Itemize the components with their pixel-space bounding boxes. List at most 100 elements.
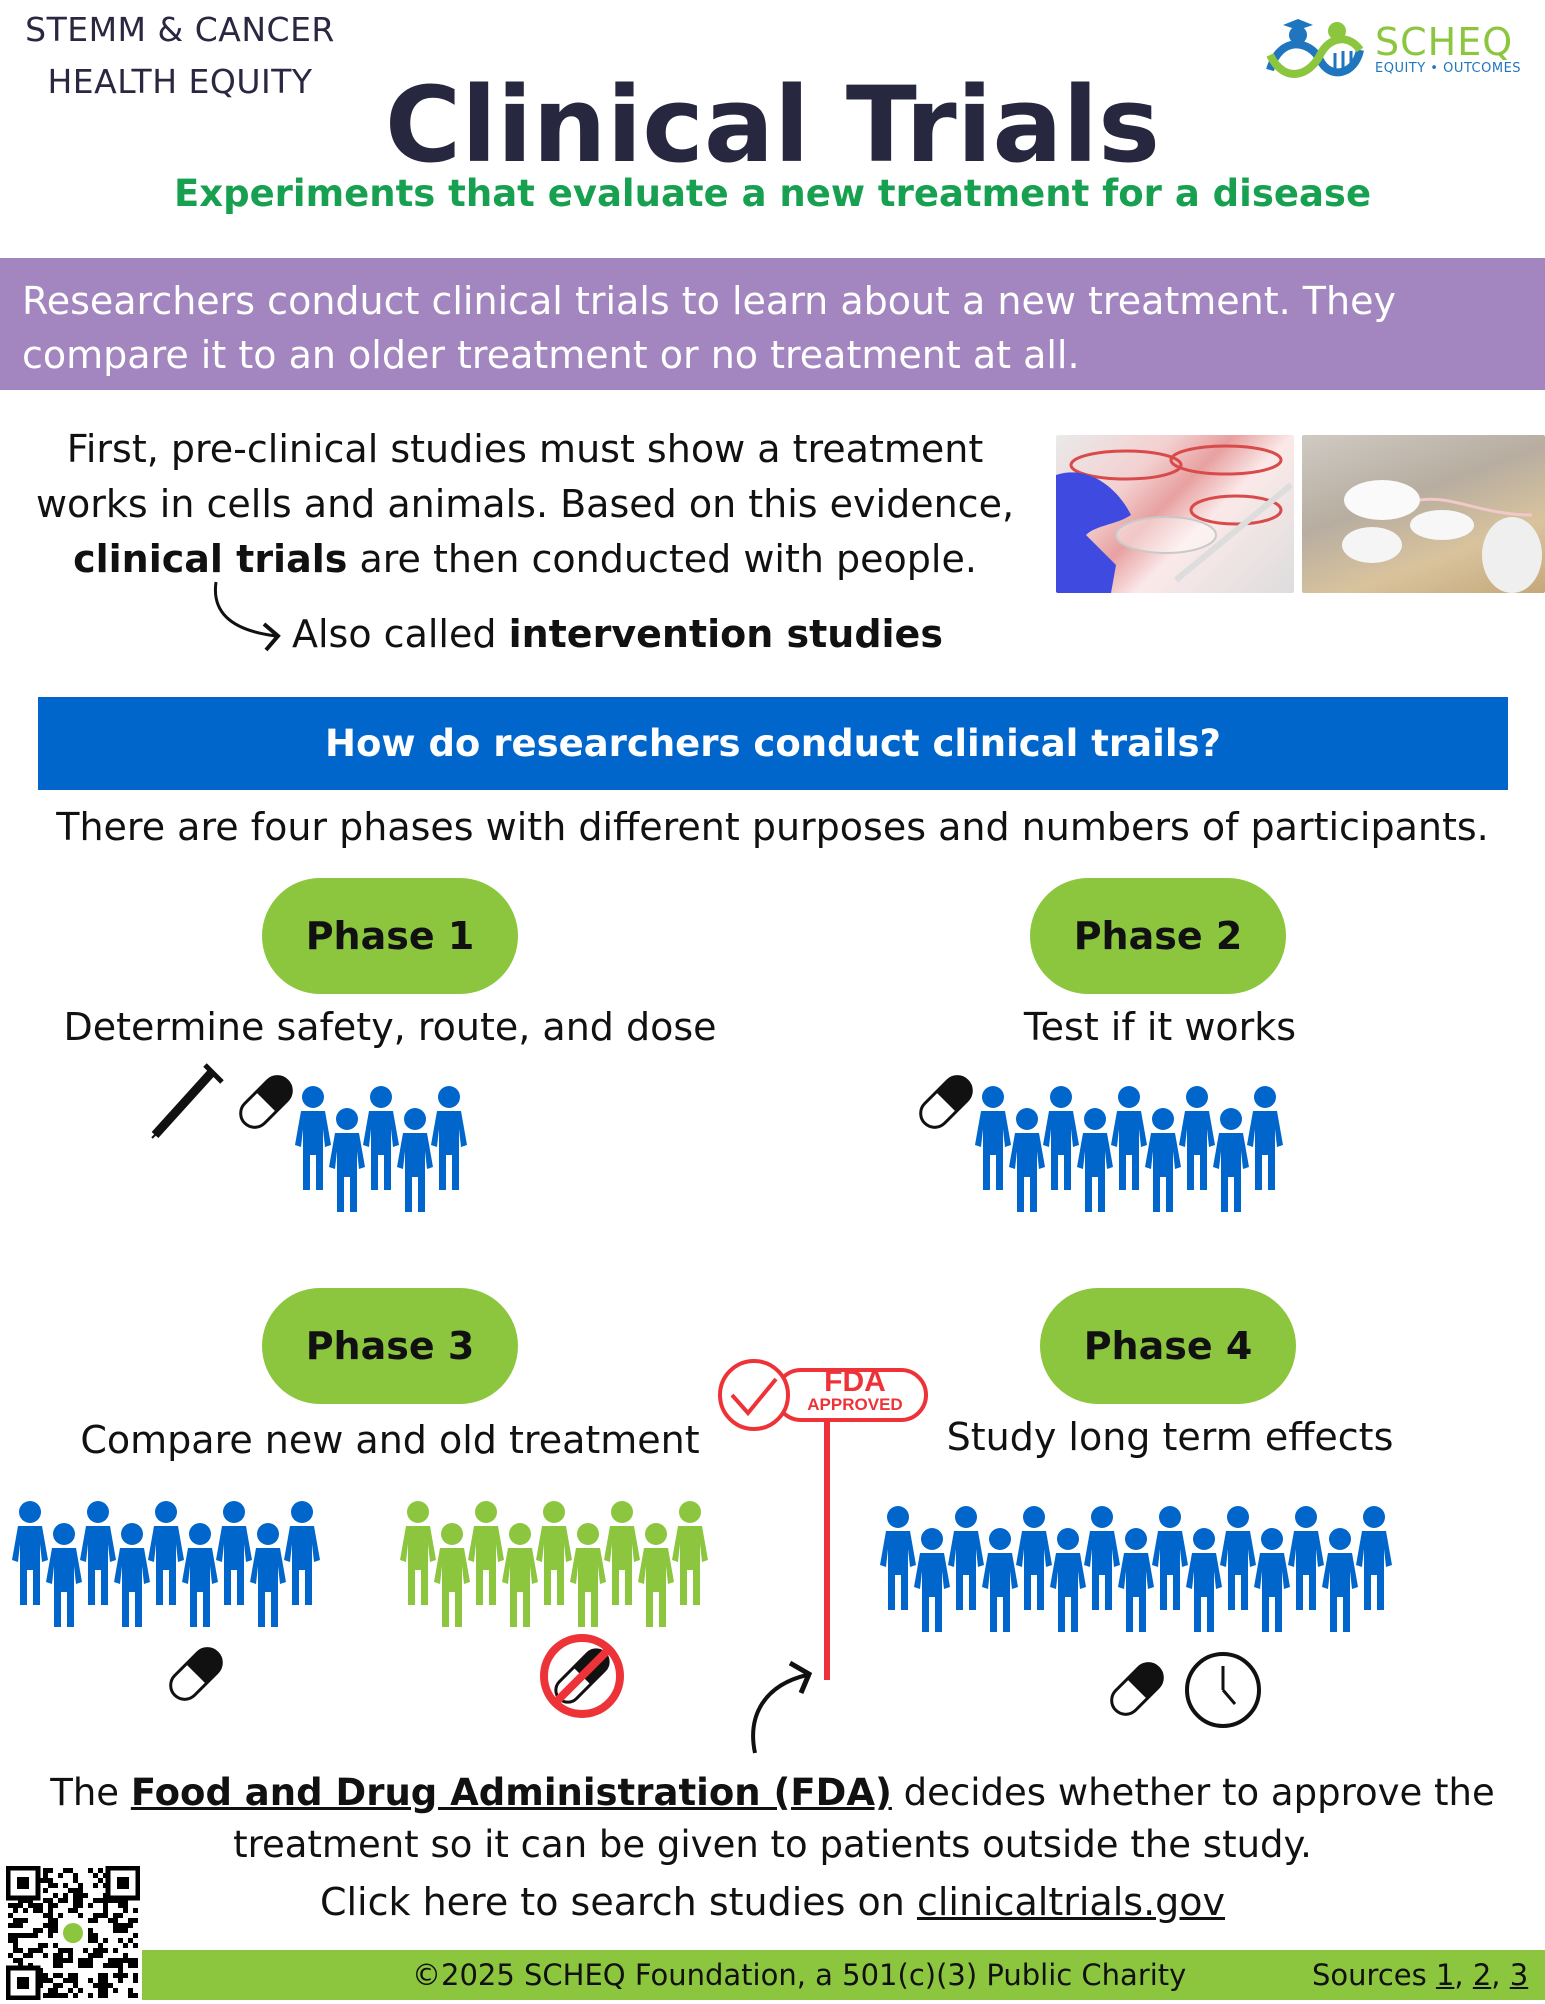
phase-1-participants (295, 1085, 467, 1225)
fda-line-1: The Food and Drug Administration (FDA) d… (0, 1767, 1545, 1819)
person-icon (638, 1523, 674, 1627)
person-icon (1254, 1528, 1290, 1632)
person-icon (329, 1108, 365, 1212)
person-icon (604, 1501, 640, 1605)
scheq-logo-icon (1266, 18, 1364, 78)
pill-icon (232, 1068, 300, 1140)
preclinical-line-2: works in cells and animals. Based on thi… (35, 482, 1015, 526)
no-treatment-icon (538, 1632, 626, 1724)
person-icon (1009, 1108, 1045, 1212)
source-link-2[interactable]: 2 (1472, 1958, 1492, 1992)
qr-code[interactable] (5, 1865, 141, 2001)
fda-line-2: treatment so it can be given to patients… (233, 1823, 1312, 1866)
person-icon (1084, 1506, 1120, 1610)
search-studies: Click here to search studies on clinical… (0, 1880, 1545, 1924)
intro-banner: Researchers conduct clinical trials to l… (0, 258, 1545, 390)
curved-arrow-icon (208, 580, 288, 664)
phase-2-description: Test if it works (1023, 1005, 1297, 1049)
clock-icon (1183, 1650, 1263, 1734)
search-prefix: Click here to search studies on (319, 1880, 917, 1924)
person-icon (1356, 1506, 1392, 1610)
person-icon (975, 1086, 1011, 1190)
person-icon (1220, 1506, 1256, 1610)
person-icon (1213, 1108, 1249, 1212)
intervention-studies-term: intervention studies (508, 612, 943, 656)
person-icon (1118, 1528, 1154, 1632)
fda-line-1-rest: decides whether to approve the (891, 1771, 1495, 1814)
fda-sign-text: FDA APPROVED (795, 1365, 915, 1414)
person-icon (363, 1086, 399, 1190)
preclinical-text: First, pre-clinical studies must show a … (0, 422, 1050, 587)
preclinical-line-3-rest: are then conducted with people. (347, 537, 977, 581)
person-icon (1247, 1086, 1283, 1190)
fda-approved-sign (718, 1355, 933, 1689)
syringe-icon (150, 1060, 225, 1144)
fda-explanation: The Food and Drug Administration (FDA) d… (0, 1767, 1545, 1871)
curved-arrow-icon (745, 1655, 815, 1759)
preclinical-line-1: First, pre-clinical studies must show a … (66, 427, 984, 471)
petri-dish-illustration (1056, 444, 1293, 593)
person-icon (1288, 1506, 1324, 1610)
person-icon (148, 1501, 184, 1605)
org-line-2: HEALTH EQUITY (47, 62, 313, 101)
person-icon (468, 1501, 504, 1605)
person-icon (1016, 1506, 1052, 1610)
person-icon (536, 1501, 572, 1605)
person-icon (1043, 1086, 1079, 1190)
logo-tagline: EQUITY • OUTCOMES (1375, 61, 1522, 76)
clinicaltrials-link[interactable]: clinicaltrials.gov (916, 1880, 1226, 1924)
phase-1-badge: Phase 1 (262, 878, 518, 994)
pill-icon (162, 1640, 230, 1712)
person-icon (1322, 1528, 1358, 1632)
person-icon (182, 1523, 218, 1627)
phase-4-badge: Phase 4 (1040, 1288, 1296, 1404)
person-icon (502, 1523, 538, 1627)
source-link-1[interactable]: 1 (1435, 1958, 1455, 1992)
section-heading: How do researchers conduct clinical trai… (38, 697, 1508, 790)
org-name: STEMM & CANCER HEALTH EQUITY (0, 4, 360, 108)
org-line-1: STEMM & CANCER (25, 10, 335, 49)
person-icon (880, 1506, 916, 1610)
person-icon (12, 1501, 48, 1605)
person-icon (1111, 1086, 1147, 1190)
lab-mice-photo (1302, 435, 1545, 593)
person-icon (1186, 1528, 1222, 1632)
pill-icon (1103, 1655, 1171, 1727)
petri-dish-photo (1056, 435, 1294, 593)
fda-sign-line-2: APPROVED (807, 1395, 903, 1414)
person-icon (400, 1501, 436, 1605)
also-called-prefix: Also called (292, 612, 509, 656)
page-title: Clinical Trials (384, 64, 1161, 186)
logo-name: SCHEQ (1375, 20, 1514, 64)
also-called: Also called intervention studies (292, 612, 943, 656)
fda-link[interactable]: Food and Drug Administration (FDA) (130, 1771, 892, 1814)
person-icon (1179, 1086, 1215, 1190)
person-icon (397, 1108, 433, 1212)
source-link-3[interactable]: 3 (1509, 1958, 1529, 1992)
fda-prefix: The (50, 1771, 131, 1814)
person-icon (295, 1086, 331, 1190)
person-icon (1152, 1506, 1188, 1610)
person-icon (914, 1528, 950, 1632)
scheq-logo: SCHEQ EQUITY • OUTCOMES (1265, 12, 1545, 87)
preclinical-line-3: clinical trials are then conducted with … (0, 532, 1050, 587)
footer: ©2025 SCHEQ Foundation, a 501(c)(3) Publ… (142, 1950, 1545, 2000)
phase-3-description: Compare new and old treatment (80, 1418, 700, 1462)
person-icon (216, 1501, 252, 1605)
phase-4-description: Study long term effects (946, 1415, 1394, 1459)
person-icon (982, 1528, 1018, 1632)
person-icon (431, 1086, 467, 1190)
fda-sign-line-1: FDA (824, 1365, 886, 1398)
phase-1-description: Determine safety, route, and dose (63, 1005, 717, 1049)
person-icon (250, 1523, 286, 1627)
person-icon (46, 1523, 82, 1627)
person-icon (1145, 1108, 1181, 1212)
pill-icon (912, 1068, 980, 1140)
phase-2-badge: Phase 2 (1030, 878, 1286, 994)
person-icon (672, 1501, 708, 1605)
sources: Sources 1, 2, 3 (1312, 1958, 1529, 1992)
phase-2-participants (975, 1085, 1283, 1225)
phase-3-treatment-group (12, 1500, 320, 1640)
person-icon (948, 1506, 984, 1610)
page-subtitle: Experiments that evaluate a new treatmen… (173, 172, 1372, 215)
